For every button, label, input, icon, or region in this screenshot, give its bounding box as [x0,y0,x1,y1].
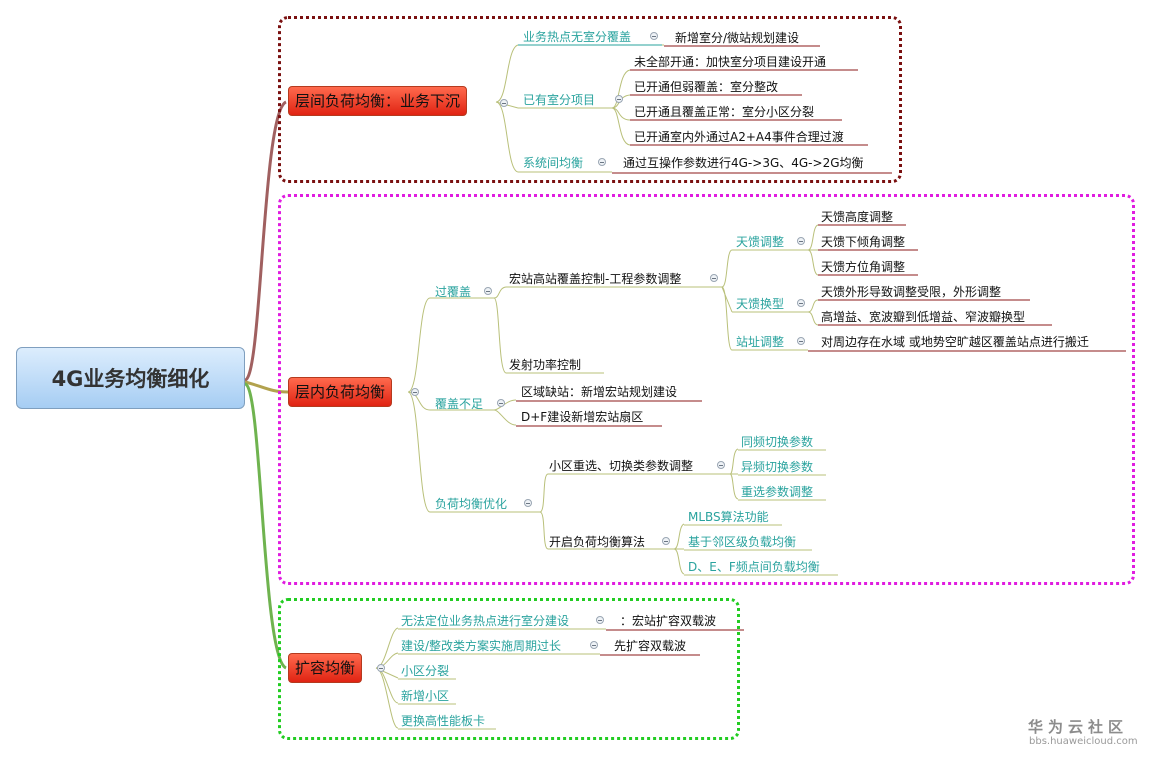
leaf-def-freq-lb: D、E、F频点间负载均衡 [688,560,820,574]
boundary-box-expansion [278,598,740,740]
collapse-toggle-icon[interactable] [524,499,532,507]
branch-capacity-expansion[interactable]: 扩容均衡 [288,653,363,683]
node-macro-coverage-control[interactable]: 宏站高站覆盖控制-工程参数调整 [509,272,682,286]
collapse-toggle-icon[interactable] [797,337,805,345]
leaf-dual-carrier-2: 先扩容双载波 [614,639,687,653]
node-no-hotspot[interactable]: 无法定位业务热点进行室分建设 [401,614,570,628]
collapse-toggle-icon[interactable] [590,641,598,649]
node-enable-lb-algo[interactable]: 开启负荷均衡算法 [549,535,646,549]
leaf-neighbor-lb: 基于邻区级负载均衡 [688,535,797,549]
collapse-toggle-icon[interactable] [662,537,670,545]
collapse-toggle-icon[interactable] [484,287,492,295]
collapse-toggle-icon[interactable] [710,274,718,282]
collapse-toggle-icon[interactable] [650,32,658,40]
node-site-adjust[interactable]: 站址调整 [736,335,785,349]
collapse-toggle-icon[interactable] [797,237,805,245]
leaf-missing-site: 区域缺站：新增宏站规划建设 [521,385,678,399]
node-intersystem-balance[interactable]: 系统间均衡 [523,156,584,170]
leaf-reselect-params: 重选参数调整 [741,485,814,499]
collapse-toggle-icon[interactable] [598,158,606,166]
leaf-interop-params: 通过互操作参数进行4G->3G、4G->2G均衡 [623,156,864,170]
root-node[interactable]: 4G业务均衡细化 [16,347,245,409]
leaf-intra-freq-ho: 同频切换参数 [741,435,814,449]
leaf-existing-1: 未全部开通：加快室分项目建设开通 [634,55,827,69]
collapse-toggle-icon[interactable] [500,99,508,107]
node-long-cycle[interactable]: 建设/整改类方案实施周期过长 [401,639,562,653]
node-power-control[interactable]: 发射功率控制 [509,358,582,372]
node-under-coverage[interactable]: 覆盖不足 [435,397,484,411]
node-antenna-replace[interactable]: 天馈换型 [736,297,785,311]
leaf-new-indoor: 新增室分/微站规划建设 [675,31,800,45]
leaf-dual-carrier-1: ：宏站扩容双载波 [620,614,717,628]
node-antenna-adjust[interactable]: 天馈调整 [736,235,785,249]
node-no-indoor-coverage[interactable]: 业务热点无室分覆盖 [523,30,632,44]
collapse-toggle-icon[interactable] [596,616,604,624]
collapse-toggle-icon[interactable] [797,299,805,307]
leaf-existing-3: 已开通且覆盖正常：室分小区分裂 [634,105,815,119]
watermark-name: 华为云社区 [1028,718,1129,736]
node-replace-board[interactable]: 更换高性能板卡 [401,714,486,728]
node-reselect-handover[interactable]: 小区重选、切换类参数调整 [549,459,694,473]
leaf-antenna-tilt: 天馈下倾角调整 [821,235,906,249]
node-load-balance-opt[interactable]: 负荷均衡优化 [435,497,508,511]
leaf-antenna-azimuth: 天馈方位角调整 [821,260,906,274]
leaf-antenna-height: 天馈高度调整 [821,210,894,224]
node-new-cell[interactable]: 新增小区 [401,689,450,703]
leaf-inter-freq-ho: 异频切换参数 [741,460,814,474]
branch-interlayer-balance[interactable]: 层间负荷均衡：业务下沉 [288,86,468,116]
node-existing-indoor[interactable]: 已有室分项目 [523,93,596,107]
leaf-site-relocate: 对周边存在水域 或地势空旷越区覆盖站点进行搬迁 [821,335,1089,349]
boundary-box-intralayer [278,194,1135,585]
collapse-toggle-icon[interactable] [411,388,419,396]
collapse-toggle-icon[interactable] [615,95,623,103]
leaf-mlbs: MLBS算法功能 [688,510,769,524]
node-cell-split[interactable]: 小区分裂 [401,664,450,678]
leaf-antenna-gain: 高增益、宽波瓣到低增益、窄波瓣换型 [821,310,1026,324]
collapse-toggle-icon[interactable] [377,664,385,672]
leaf-existing-4: 已开通室内外通过A2+A4事件合理过渡 [634,130,844,144]
watermark-url: bbs.huaweicloud.com [1029,736,1138,747]
leaf-existing-2: 已开通但弱覆盖：室分整改 [634,80,779,94]
leaf-antenna-shape: 天馈外形导致调整受限，外形调整 [821,285,1002,299]
branch-intralayer-balance[interactable]: 层内负荷均衡 [288,377,393,407]
leaf-df-sector: D+F建设新增宏站扇区 [521,410,644,424]
node-over-coverage[interactable]: 过覆盖 [435,285,472,299]
collapse-toggle-icon[interactable] [717,461,725,469]
boundary-box-interlayer [278,16,902,183]
collapse-toggle-icon[interactable] [497,399,505,407]
